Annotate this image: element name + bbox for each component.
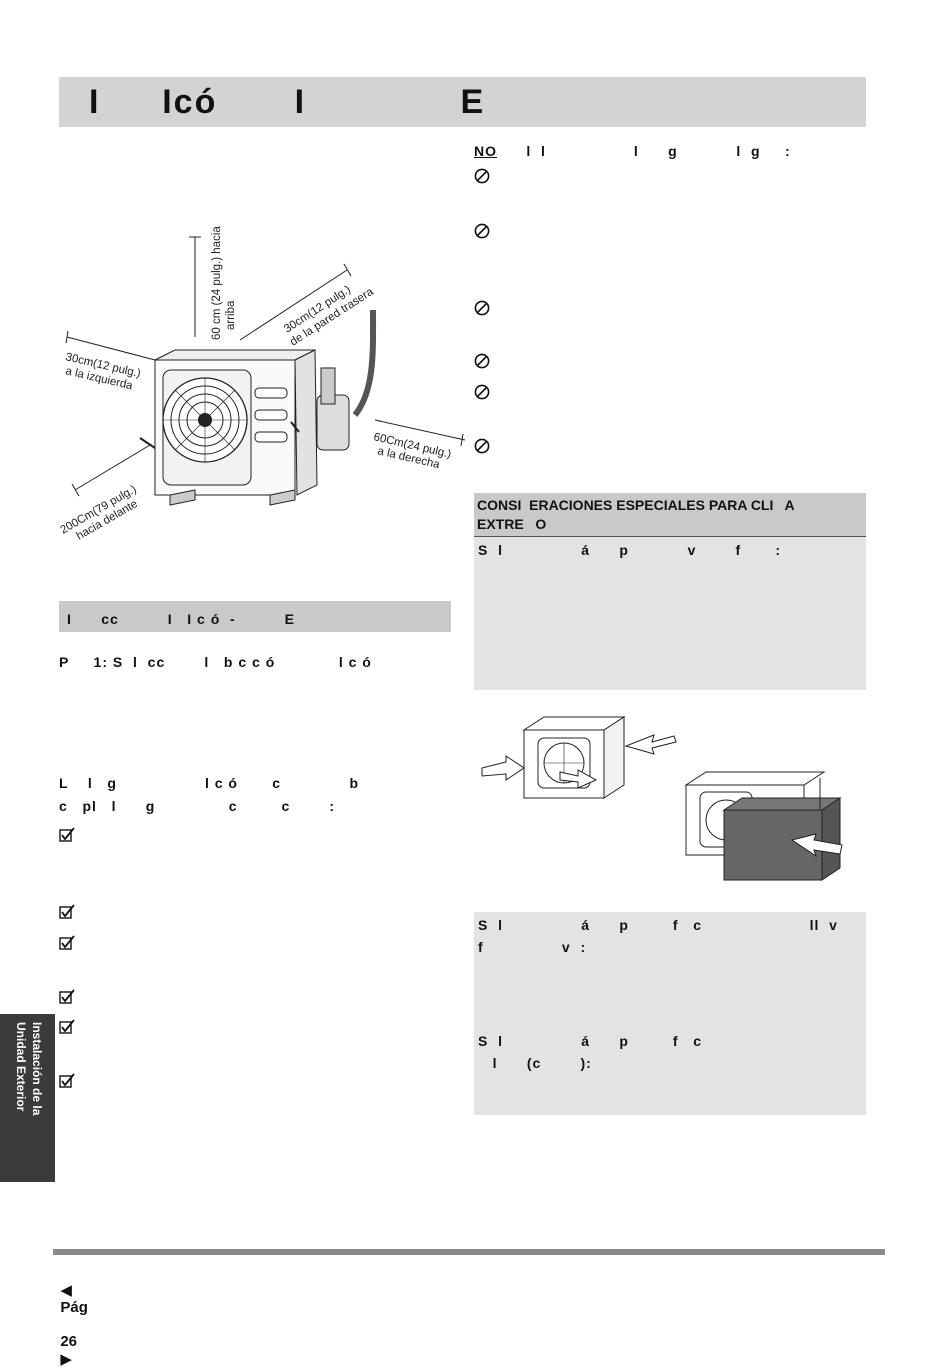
page-label: Pág	[60, 1299, 88, 1316]
checkbox-check-icon	[59, 827, 75, 842]
side-tab-line-2: Unidad Exterior	[14, 1022, 28, 1112]
previous-page-arrow-icon[interactable]: ◀	[60, 1282, 72, 1299]
checkbox-check-icon	[59, 989, 75, 1004]
criteria-intro-line-2: c pl l g c c :	[59, 798, 336, 814]
do-not-install-heading-rest: l l l g l g :	[497, 143, 791, 159]
page-title: I Icó I E	[89, 83, 486, 121]
side-tab-line-1: Instalación de la	[30, 1022, 44, 1116]
prohibited-icon	[474, 384, 490, 400]
cold-area-box: S l á p f c ll v f v : S l á p f c l (c …	[474, 912, 866, 1115]
next-page-arrow-icon[interactable]: ▶	[60, 1351, 72, 1368]
criteria-intro-line-1: L l g l c ó c b	[59, 775, 360, 791]
special-considerations-header: CONSI ERACIONES ESPECIALES PARA CLI A EX…	[474, 493, 866, 537]
prohibited-icon	[474, 438, 490, 454]
do-not-label: NO	[474, 143, 497, 159]
cold-area-line-1: S l á p f c ll v	[478, 917, 838, 933]
prohibited-icon	[474, 223, 490, 239]
checkbox-check-icon	[59, 1073, 75, 1088]
wind-barrier-illustration	[481, 716, 843, 881]
special-considerations-title-1: CONSI ERACIONES ESPECIALES PARA CLI A	[477, 497, 795, 513]
special-considerations-title-2: EXTRE O	[477, 516, 547, 532]
clearance-top-label: 60 cm (24 pulg.) hacia	[211, 226, 223, 340]
hot-area-line-2: l (c ):	[478, 1055, 592, 1071]
prohibited-icon	[474, 300, 490, 316]
checkbox-check-icon	[59, 935, 75, 950]
footer-page-nav: ◀ Pág 26 ▶	[52, 1264, 88, 1368]
page-number: 26	[60, 1333, 78, 1350]
section-bar: I cc I I c ó - E	[59, 601, 451, 632]
checkbox-check-icon	[59, 904, 75, 919]
prohibited-icon	[474, 168, 490, 184]
prohibited-icon	[474, 353, 490, 369]
windy-area-box: S l á p v f :	[474, 537, 866, 690]
footer-rule	[53, 1249, 885, 1255]
title-bar: I Icó I E	[59, 77, 866, 127]
windy-area-text: S l á p v f :	[478, 542, 782, 558]
do-not-install-heading: NO l l l g l g :	[474, 143, 791, 159]
outdoor-unit-clearance-diagram: 60 cm (24 pulg.) hacia arriba 30cm(12 pu…	[59, 226, 466, 543]
cold-area-line-2: f v :	[478, 939, 587, 955]
checkbox-check-icon	[59, 1019, 75, 1034]
step-1-heading: P 1: S l cc l b c c ó l c ó	[59, 654, 372, 670]
section-bar-title: I cc I I c ó - E	[67, 611, 295, 627]
hot-area-line-1: S l á p f c	[478, 1033, 703, 1049]
clearance-top-label-2: arriba	[225, 300, 237, 330]
